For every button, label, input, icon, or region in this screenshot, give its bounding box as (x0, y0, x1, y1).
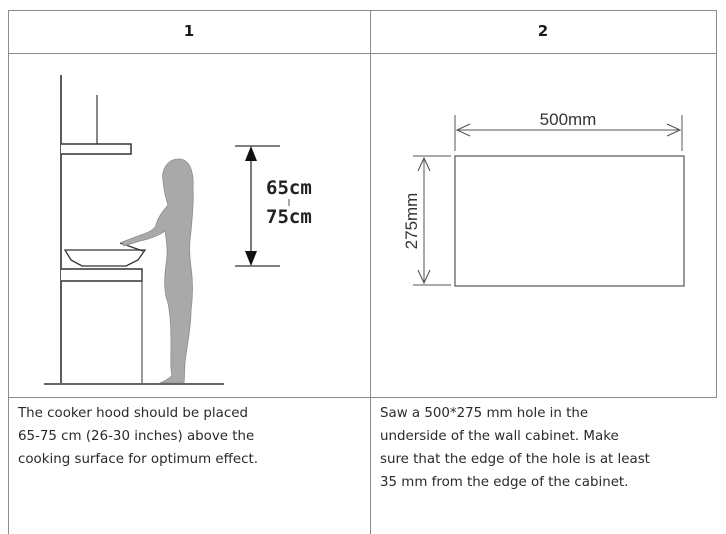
height-arrow-top (417, 156, 431, 172)
width-arrow-left (455, 123, 471, 137)
column-header-1: 1 (183, 22, 195, 40)
dimension-arrow-down (245, 251, 257, 266)
caption-line: sure that the edge of the hole is at lea… (380, 452, 650, 467)
height-label: 275mm (402, 193, 421, 250)
table-column-divider (370, 10, 371, 534)
cutout-dimension-drawing: 500mm 275mm (402, 110, 685, 287)
caption-cutout-instructions: Saw a 500*275 mm hole in the underside o… (380, 402, 716, 494)
height-arrow-bottom (417, 269, 431, 285)
width-label: 500mm (540, 110, 597, 129)
height-label-max: 75cm (266, 206, 312, 228)
kitchen-counter (61, 268, 143, 282)
caption-line: underside of the wall cabinet. Make (380, 429, 619, 444)
caption-line: The cooker hood should be placed (18, 406, 248, 421)
cooking-pan (63, 249, 147, 267)
table-border-left (8, 10, 9, 534)
person-silhouette (121, 158, 194, 384)
table-figure-divider (8, 397, 717, 398)
table-header-divider (8, 53, 717, 54)
cooker-hood (61, 143, 132, 155)
table-border-top (8, 10, 717, 11)
caption-line: 65-75 cm (26-30 inches) above the (18, 429, 255, 444)
height-label-min: 65cm (266, 177, 312, 199)
cutout-rectangle (454, 155, 685, 287)
caption-line: Saw a 500*275 mm hole in the (380, 406, 589, 421)
caption-line: cooking surface for optimum effect. (18, 452, 258, 467)
dimension-arrow-up (245, 146, 257, 161)
width-arrow-right (666, 123, 682, 137)
column-header-2: 2 (537, 22, 549, 40)
caption-hood-height: The cooker hood should be placed 65-75 c… (18, 402, 363, 471)
table-border-right (716, 10, 717, 398)
caption-line: 35 mm from the edge of the cabinet. (380, 475, 629, 490)
hood-height-illustration: 65cm 75cm (44, 75, 312, 385)
